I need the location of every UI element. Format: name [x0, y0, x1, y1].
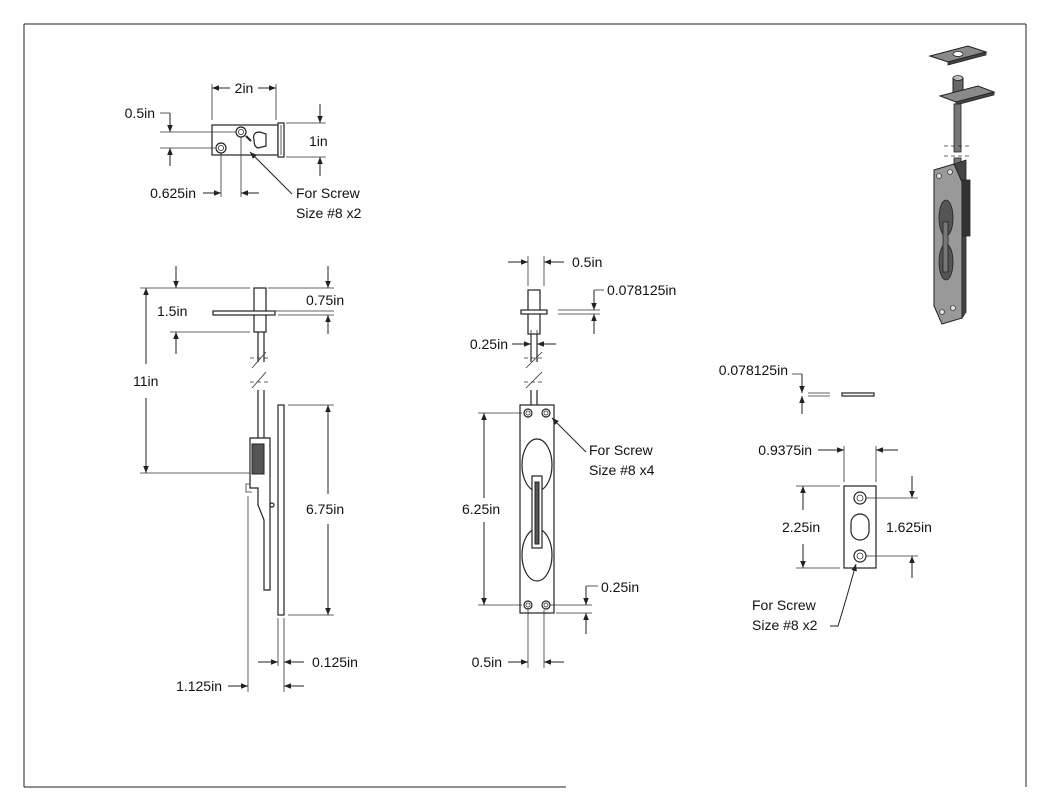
screw-hole — [853, 491, 867, 505]
isometric-view — [928, 45, 996, 325]
strike-plate-edge — [841, 392, 875, 397]
screw-hole — [523, 600, 533, 610]
screw-note-line2: Size #8 x4 — [589, 462, 655, 478]
dim-face-thickness: 0.125in — [312, 654, 358, 670]
flush-bolt-front-view: 0.5in 0.078125in 0.25in For Screw Size #… — [462, 254, 676, 670]
screw-note-line1: For Screw — [589, 442, 654, 458]
dim-body-height: 6.25in — [462, 501, 500, 517]
bolt-recess — [253, 131, 267, 149]
dim-rod-diameter: 0.25in — [470, 336, 508, 352]
screw-note-line2: Size #8 x2 — [296, 205, 362, 221]
dim-strike-width: 2in — [235, 80, 254, 96]
screw-hole — [523, 408, 533, 418]
spring — [251, 443, 265, 475]
top-guide-plate — [212, 310, 276, 316]
dim-depth: 1.125in — [176, 678, 222, 694]
screw-hole — [235, 126, 247, 138]
strike-top-view: 2in 0.5in 1in 0.625in For Screw Size #8 … — [125, 80, 362, 221]
dim-strike-hole-spacing: 1.625in — [886, 519, 932, 535]
screw-note-line2: Size #8 x2 — [752, 617, 818, 633]
screw-hole — [853, 549, 867, 563]
screw-note-line1: For Screw — [296, 185, 361, 201]
dim-rod-length: 1.5in — [157, 303, 187, 319]
face-plate — [277, 404, 285, 616]
flush-bolt-side-view: 0.75in 1.5in 11in 6.75in 0.125in 1.125in — [133, 266, 358, 694]
rod-collar — [253, 287, 267, 333]
dim-rod-width: 0.5in — [572, 254, 602, 270]
dim-hole-offset: 0.5in — [125, 105, 155, 121]
screw-hole — [215, 142, 227, 154]
dim-face-height: 6.75in — [306, 501, 344, 517]
top-guide-plate — [520, 309, 548, 315]
dim-plate-thickness: 0.078125in — [607, 282, 676, 298]
bolt-body — [249, 437, 271, 591]
dim-strike-thickness: 0.078125in — [719, 362, 788, 378]
dim-strike-plate-height: 2.25in — [782, 519, 820, 535]
screw-note-line1: For Screw — [752, 597, 817, 613]
bolt-slot — [850, 513, 870, 541]
screw-hole — [541, 600, 551, 610]
dim-strike-height: 1in — [309, 133, 328, 149]
dim-plate-height: 0.75in — [306, 292, 344, 308]
screw-hole — [541, 408, 551, 418]
dim-overall-length: 11in — [133, 373, 158, 389]
dim-edge-offset: 0.25in — [601, 579, 639, 595]
drawing-border — [23, 23, 1027, 788]
strike-plate-view: 0.078125in 0.9375in 2.25in 1.625in For S… — [719, 362, 932, 633]
dim-strike-plate-width: 0.9375in — [758, 442, 812, 458]
dim-hole-spacing: 0.625in — [150, 185, 196, 201]
dim-body-width: 0.5in — [472, 654, 502, 670]
